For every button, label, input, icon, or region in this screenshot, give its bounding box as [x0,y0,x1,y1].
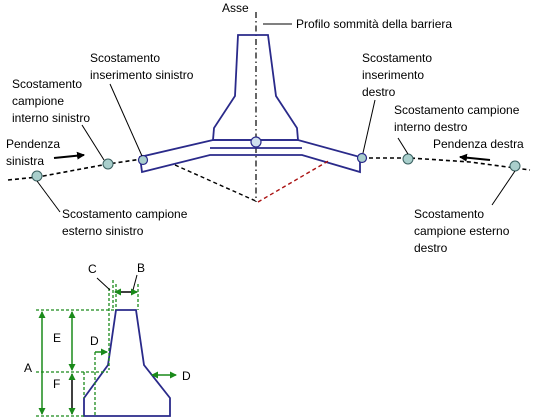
label-camp-est-sx: Scostamento campione esterno sinistro [62,207,191,238]
leader-camp-int-dx [397,137,409,155]
ground-line-left [7,158,143,181]
point-ins-sx [137,154,149,166]
leader-ins-dx [362,99,376,154]
leader-ins-sx [109,83,143,157]
point-camp-est-sx [31,170,43,182]
slope-arrow-right [459,153,491,162]
label-pend-dx: Pendenza destra [433,137,524,151]
dim-d2-label: D [182,369,191,383]
point-axis [250,136,262,148]
slope-arrow-left [53,151,85,160]
label-camp-est-dx: Scostamento campione esterno destro [414,207,513,255]
dim-d1-label: D [90,334,99,348]
dim-b-label: B [137,261,145,275]
barrier-base-left [138,139,361,174]
ground-line-right [362,157,531,171]
label-ins-dx: Scostamento inserimento destro [362,51,435,99]
detail-barrier-outline [83,309,171,417]
leader-b [132,274,138,291]
leader-camp-int-sx [81,124,105,161]
label-asse: Asse [222,1,249,15]
point-camp-int-dx [402,153,414,165]
hidden-line-right [257,159,331,203]
label-pend-sx: Pendenza sinistra [6,137,63,168]
dim-e-label: E [53,331,61,345]
hidden-line-left [174,164,259,203]
label-profilo: Profilo sommità della barriera [296,17,452,31]
label-ins-sx: Scostamento inserimento sinistro [90,51,194,82]
leader-camp-est-sx [36,180,61,213]
leader-camp-est-dx [491,170,516,206]
detail-construction-lines [36,280,139,417]
dim-a-label: A [24,361,32,375]
point-ins-dx [356,152,368,164]
point-camp-est-dx [509,160,521,172]
label-camp-int-dx: Scostamento campione interno destro [394,103,523,134]
leader-c [96,277,111,291]
top-barrier-section: Asse Profilo sommità della barriera Scos… [6,1,531,255]
point-camp-int-sx [102,158,114,170]
label-camp-int-sx: Scostamento campione interno sinistro [12,77,90,125]
dim-c-label: C [88,262,97,276]
dim-f-label: F [53,377,60,391]
dimension-detail: A B C D D E F [24,261,191,417]
